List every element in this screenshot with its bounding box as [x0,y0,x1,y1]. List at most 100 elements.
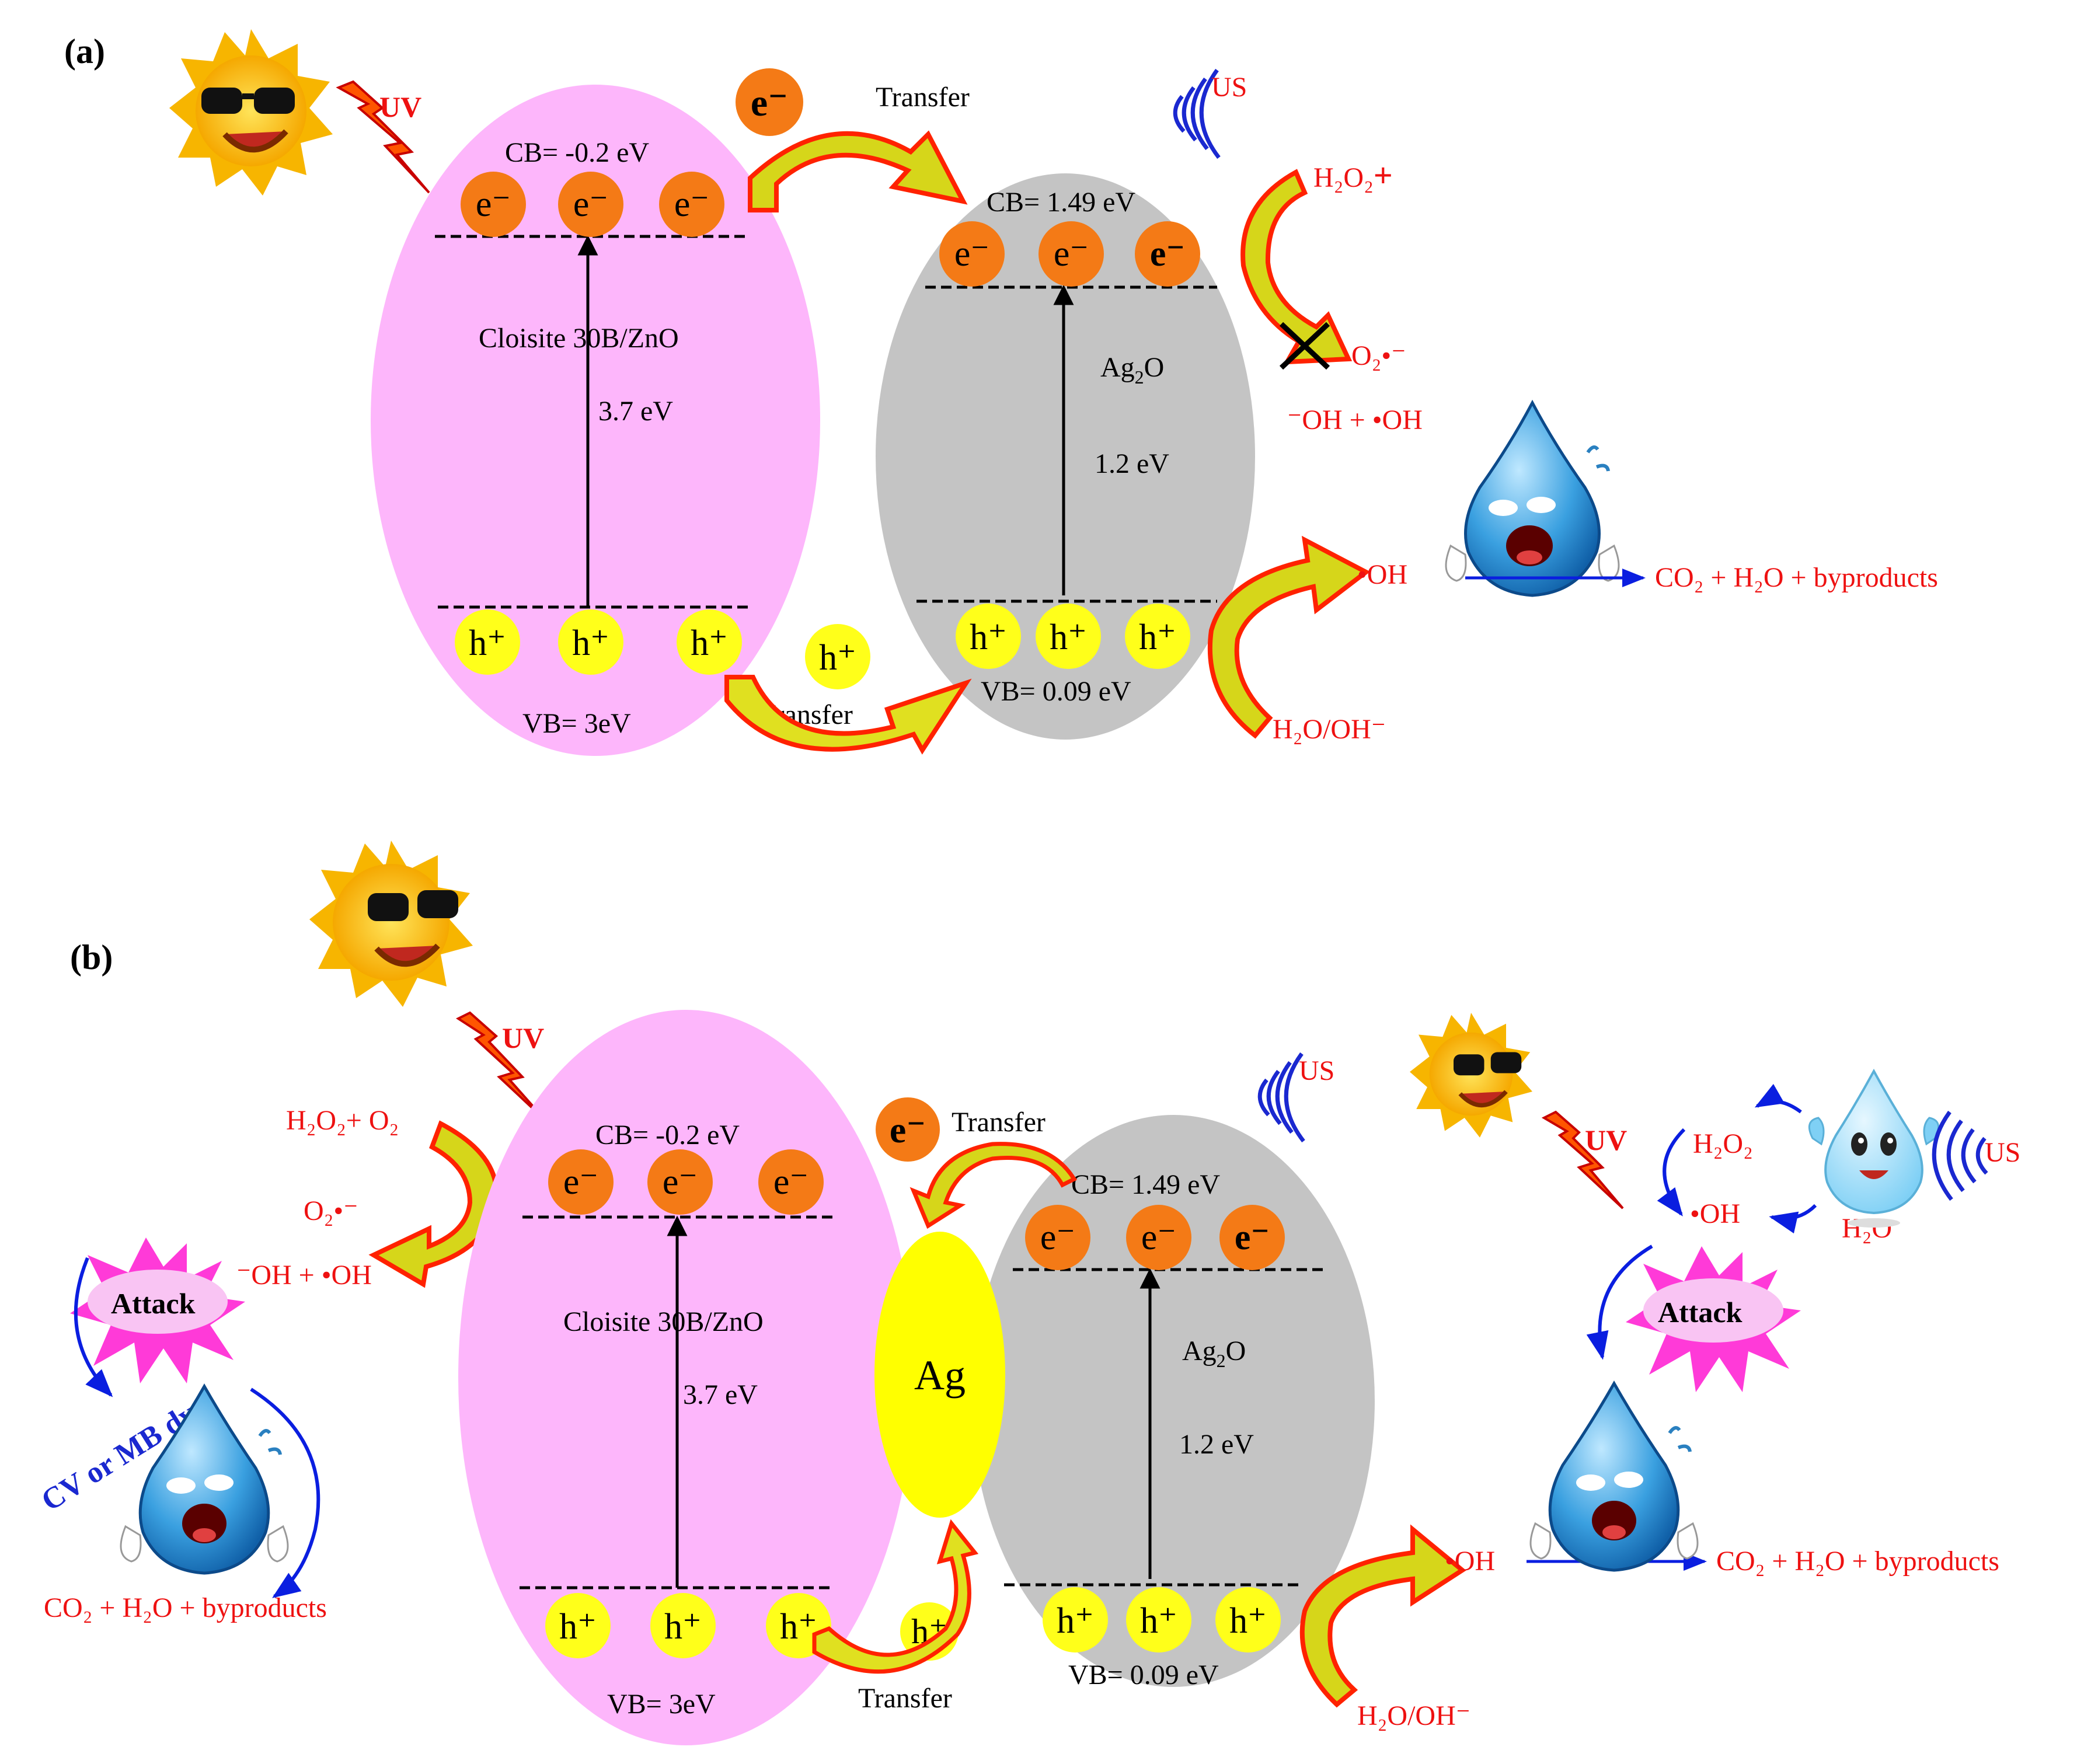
electron-symbol: e⁻ [1141,1218,1176,1257]
uv-lightning-icon [336,80,430,194]
hydroxyl-radical-label: •OH [1357,559,1407,590]
floating-hole: h⁺ [805,624,870,689]
ag2o-electron: e⁻ [1038,221,1104,287]
sad-water-drop-icon [1445,399,1620,597]
ag2o-material-base: Ag [1182,1336,1217,1366]
hydroxyl-radical-label: •OH [1445,1546,1495,1577]
electron-transfer-arrow [748,130,968,212]
sad-water-drop-icon [1529,1380,1699,1572]
ag2o-material-tail: O [1144,352,1165,383]
attack-cycle-arrow-left [74,1257,113,1397]
h2o2-species: H₂O₂ [1313,162,1374,193]
zno-hole: h⁺ [558,609,623,675]
ag2o-electron: e⁻ [1135,221,1200,287]
uv-label-left: UV [502,1022,544,1054]
zno-cb-label: CB= -0.2 eV [505,137,649,168]
ag2o-hole: h⁺ [1215,1587,1281,1653]
ag2o-electron: e⁻ [1025,1205,1090,1270]
ag2o-material-label: Ag2O [1100,352,1164,388]
hole-symbol: h⁺ [1050,618,1087,657]
zno-electron: e⁻ [647,1149,713,1215]
attack-burst-icon [1626,1246,1801,1392]
ag2o-hole: h⁺ [1043,1587,1108,1653]
uv-lightning-icon [1541,1110,1624,1209]
floating-electron: e⁻ [736,68,803,136]
zno-hole: h⁺ [677,609,742,675]
h2o2-label: H₂O₂+ [1313,156,1393,194]
electron-symbol: e⁻ [1235,1218,1270,1257]
ag2o-ellipse [876,173,1255,740]
uv-label: UV [379,90,421,123]
cycle-arrow-from-water [1769,1204,1817,1234]
zno-vb-label: VB= 3eV [607,1689,716,1720]
us-label-right: US [1985,1137,2020,1168]
h2o2-o2-label: H₂O₂+ O₂ [286,1105,399,1136]
electron-transfer-label: Transfer [876,82,970,113]
plus-sign: + [1374,156,1393,194]
panel-a: (a) UV CB= -0.2 eV Cloisite 30B/ZnO 3.7 … [64,29,1938,756]
products-label-left: CO₂ + H₂O + byproducts [44,1592,327,1623]
attack-label-right: Attack [1658,1296,1743,1329]
superoxide-label: O₂•⁻ [1351,340,1406,371]
hole-symbol: h⁺ [780,1607,817,1647]
ag2o-electron: e⁻ [1126,1205,1191,1270]
electron-symbol: e⁻ [573,184,608,224]
zno-electron: e⁻ [758,1149,824,1215]
happy-water-drop-icon [1808,1068,1940,1228]
cycle-h2o2-label: H₂O₂ [1693,1128,1753,1159]
electron-symbol: e⁻ [751,82,788,124]
hole-transfer-arrow [724,675,972,755]
ag2o-material-tail: O [1226,1336,1246,1366]
hole-symbol: h⁺ [819,638,856,678]
left-reaction-arrow [368,1120,499,1288]
ag2o-cb-label: CB= 1.49 eV [1071,1169,1220,1200]
cycle-hydroxyl-label: •OH [1690,1198,1740,1229]
uv-lightning-icon [455,1011,547,1122]
electron-symbol: e⁻ [476,184,511,224]
superoxide-label: O₂•⁻ [304,1195,358,1226]
ultrasound-waves-icon [1257,1052,1305,1143]
ag2o-gap-label: 1.2 eV [1179,1429,1254,1460]
zno-gap-label: 3.7 eV [598,396,673,427]
zno-material-label: Cloisite 30B/ZnO [563,1306,764,1337]
electron-transfer-label: Transfer [952,1107,1046,1138]
electron-symbol: e⁻ [773,1162,808,1202]
electron-symbol: e⁻ [663,1162,698,1202]
ag2o-vb-label: VB= 0.09 eV [1068,1660,1219,1690]
panel-b-label: (b) [70,938,113,977]
us-label: US [1211,72,1247,103]
electron-symbol: e⁻ [954,234,989,274]
zno-material-label: Cloisite 30B/ZnO [479,323,679,354]
sad-water-drop-icon [120,1383,289,1575]
ultrasound-waves-icon [1932,1110,1988,1201]
hole-symbol: h⁺ [559,1607,597,1647]
hole-symbol: h⁺ [469,623,506,663]
cb-reaction-arrow [1240,169,1353,365]
ag2o-material-base: Ag [1100,352,1135,383]
attack-cycle-arrow-right [1586,1244,1653,1360]
ag2o-material-label: Ag2O [1182,1336,1246,1371]
ag2o-material-sub: 2 [1135,367,1144,388]
vb-reaction-arrow [1207,535,1371,739]
panel-b: (b) UV H₂O₂+ O₂ O₂•⁻ ⁻OH + •OH Attack CV… [36,841,2020,1745]
electron-symbol: e⁻ [890,1109,926,1151]
ag2o-material-sub: 2 [1217,1350,1226,1371]
water-hydroxide-label: H₂O/OH⁻ [1273,714,1386,745]
electron-symbol: e⁻ [1150,234,1185,274]
zno-electron: e⁻ [558,172,623,237]
ag2o-vb-label: VB= 0.09 eV [981,676,1131,707]
ag2o-hole: h⁺ [1125,604,1190,669]
ag2o-gap-label: 1.2 eV [1095,448,1169,479]
us-label-center: US [1299,1055,1334,1086]
hydroxyl-pair-label: ⁻OH + •OH [1287,405,1423,435]
cycle-arrow-to-hydroxyl [1657,1128,1686,1216]
zno-electron: e⁻ [461,172,526,237]
zno-hole: h⁺ [545,1593,611,1658]
hole-symbol: h⁺ [691,623,728,663]
vb-reaction-arrow [1299,1524,1466,1708]
zno-hole: h⁺ [455,609,520,675]
zno-hole: h⁺ [650,1593,716,1658]
degradation-cycle-arrow-left [250,1388,320,1598]
hole-symbol: h⁺ [1229,1601,1267,1641]
